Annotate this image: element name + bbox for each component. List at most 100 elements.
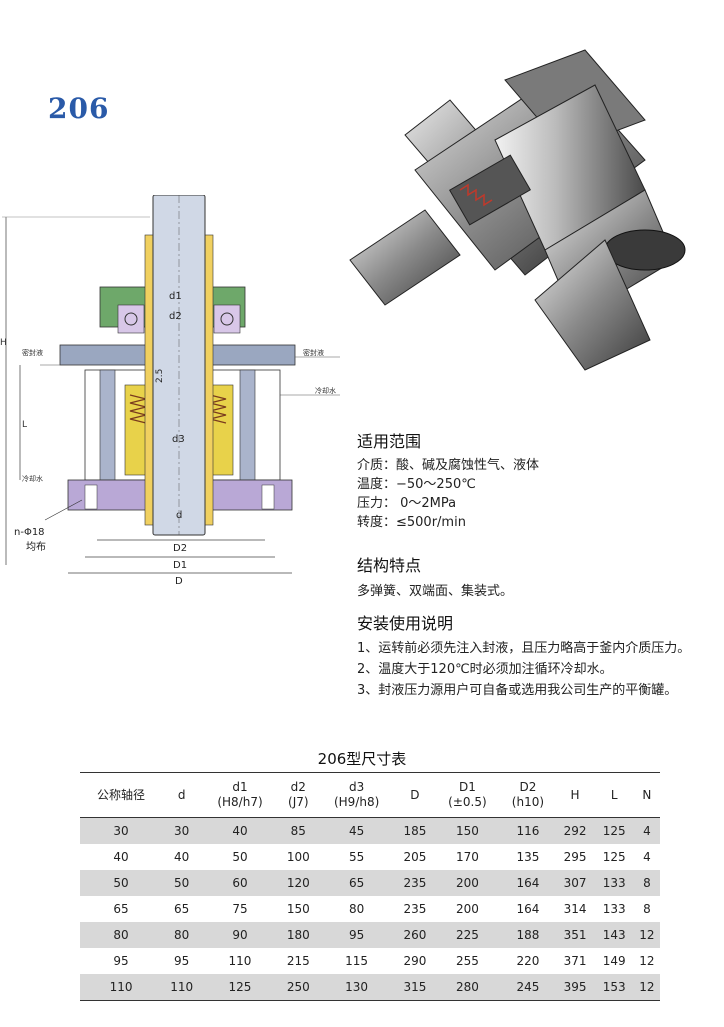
table-cell: 133 [594,870,634,896]
table-cell: 4 [633,817,660,844]
header-symbol: d3 [348,780,365,794]
table-cell: 215 [286,954,310,968]
table-cell: 100 [286,850,310,864]
header-symbol: d2 [290,780,306,794]
table-cell: 65 [174,902,190,916]
table-cell: 95 [174,954,190,968]
table-cell: 292 [555,817,595,844]
table-cell: 255 [455,954,479,968]
header-tolerance: (±0.5) [448,795,487,809]
dim-h-label: H [0,338,7,348]
table-header-cell: 公称轴径 [80,772,163,818]
table-cell: 130 [317,974,396,1001]
table-cell: 125 [602,850,626,864]
table-cell: 260 [395,922,435,948]
table-cell: 235 [395,870,435,896]
table-cell: 50 [232,850,248,864]
table-cell: 55 [348,850,365,864]
header-tolerance: (H9/h8) [333,795,380,809]
header-tolerance: (H8/h7) [217,795,263,809]
header-symbol: d [177,787,186,802]
table-cell: 50 [80,870,163,896]
table-header-cell: d2(J7) [278,772,318,818]
table-cell: 8 [643,902,651,916]
table-cell: 40 [174,850,190,864]
table-cell: 143 [594,922,634,948]
header-symbol: L [610,787,618,802]
table-header-cell: L [594,772,634,818]
dim-d-label: d [176,510,182,521]
dim-d3-label: d3 [172,434,185,445]
table-cell: 40 [113,850,129,864]
scope-list: 介质：酸、碱及腐蚀性气、液体 温度：−50～250℃ 压力： 0～2MPa 转度… [357,456,539,532]
table-cell: 30 [162,817,202,844]
table-cell: 153 [594,974,634,1001]
install-item-3: 3、封液压力源用户可自备或选用我公司生产的平衡罐。 [357,683,678,698]
table-cell: 125 [201,974,279,1001]
table-cell: 280 [434,974,501,1001]
table-header-cell: D1(±0.5) [434,772,501,818]
cooling-water-left: 冷却水 [22,474,43,483]
table-cell: 164 [516,902,540,916]
table-cell: 45 [317,817,396,844]
cross-section-drawing: H L d1 d2 2.5 d3 d 密封液 密封液 冷却水 冷却水 n-Φ18… [0,195,340,587]
table-cell: 315 [395,974,435,1001]
table-header-cell: d3(H9/h8) [317,772,396,818]
table-cell: 150 [286,902,310,916]
seal-liquid-inlet-left: 密封液 [22,348,43,357]
dim-l-label: L [22,420,27,430]
table-cell: 110 [80,974,163,1001]
table-cell: 290 [403,954,427,968]
dim-d2-label: d2 [169,311,182,322]
table-cell: 371 [563,954,587,968]
table-cell: 8 [633,870,660,896]
table-cell: 200 [434,870,501,896]
table-cell: 12 [639,954,655,968]
table-header-cell: D2(h10) [500,772,556,818]
table-cell: 149 [602,954,626,968]
dim-d-upper-label: D [175,576,183,587]
table-cell: 110 [162,974,202,1001]
header-symbol: N [642,787,652,802]
scope-title: 适用范围 [357,432,422,451]
header-tolerance: (J7) [288,795,309,809]
table-cell: 200 [455,902,479,916]
bolt-spec-label: n-Φ18 [14,527,45,538]
table-cell: 307 [555,870,595,896]
header-symbol: D2 [519,780,537,794]
table-cell: 220 [516,954,540,968]
table-cell: 65 [317,870,396,896]
table-cell: 188 [500,922,556,948]
table-cell: 133 [602,902,626,916]
table-cell: 80 [348,902,365,916]
table-header-cell: H [555,772,595,818]
table-cell: 314 [563,902,587,916]
table-cell: 30 [80,817,163,844]
seal-liquid-inlet-right: 密封液 [303,348,324,357]
table-cell: 110 [228,954,252,968]
scope-pressure: 压力： 0～2MPa [357,496,457,511]
table-cell: 75 [232,902,248,916]
dim-d1-upper-label: D1 [173,560,187,571]
model-number: 206 [48,92,110,125]
table-header-cell: d [162,772,202,818]
table-cell: 90 [201,922,279,948]
header-symbol: d1 [232,780,248,794]
install-title: 安装使用说明 [357,614,454,633]
table-cell: 115 [345,954,369,968]
table-cell: 235 [403,902,427,916]
features-title: 结构特点 [357,556,422,575]
table-cell: 395 [555,974,595,1001]
table-cell: 120 [278,870,318,896]
table-cell: 116 [500,817,556,844]
seal-3d-render [349,49,686,371]
table-cell: 351 [555,922,595,948]
